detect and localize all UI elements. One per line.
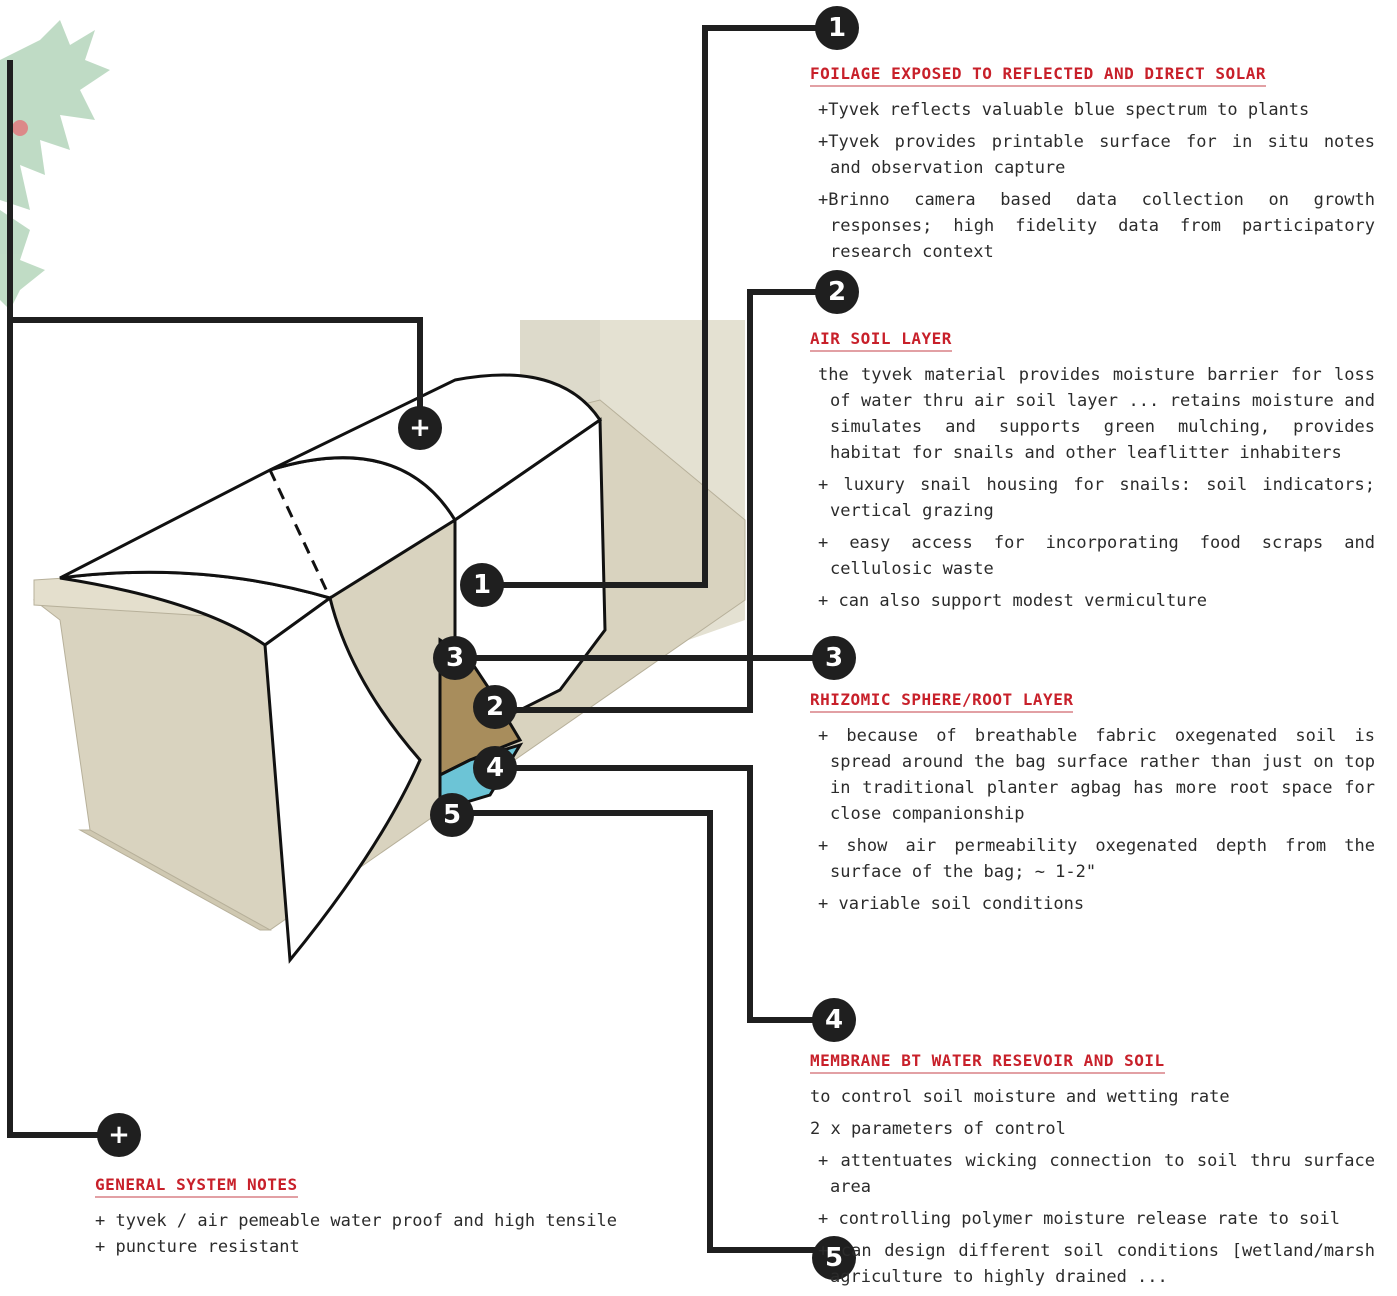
note-line: + because of breathable fabric oxegenate… (810, 723, 1375, 827)
note-line: the tyvek material provides moisture bar… (810, 362, 1375, 466)
callout-plus-top: + (398, 406, 442, 450)
note-line: + can also support modest vermiculture (810, 588, 1375, 614)
note-line: to control soil moisture and wetting rat… (810, 1084, 1375, 1110)
callout-1-top: 1 (815, 6, 859, 50)
section-foliage: FOILAGE EXPOSED TO REFLECTED AND DIRECT … (810, 64, 1375, 271)
note-line: + puncture resistant (95, 1234, 695, 1260)
note-line: + tyvek / air pemeable water proof and h… (95, 1208, 695, 1234)
note-line: + attentuates wicking connection to soil… (810, 1148, 1375, 1200)
note-line: +Tyvek reflects valuable blue spectrum t… (810, 97, 1375, 123)
callout-3-diagram: 3 (433, 636, 477, 680)
section-heading: GENERAL SYSTEM NOTES (95, 1175, 298, 1198)
callout-3-mid: 3 (812, 636, 856, 680)
note-line: + luxury snail housing for snails: soil … (810, 472, 1375, 524)
callout-4-diagram: 4 (473, 746, 517, 790)
callout-1-diagram: 1 (460, 563, 504, 607)
note-line: 2 x parameters of control (810, 1116, 1375, 1142)
note-line: + can design different soil conditions [… (810, 1238, 1375, 1290)
section-heading: MEMBRANE BT WATER RESEVOIR AND SOIL (810, 1051, 1165, 1074)
note-line: + controlling polymer moisture release r… (810, 1206, 1375, 1232)
note-line: + variable soil conditions (810, 891, 1375, 917)
section-heading: FOILAGE EXPOSED TO REFLECTED AND DIRECT … (810, 64, 1266, 87)
callout-5-diagram: 5 (430, 793, 474, 837)
note-line: + easy access for incorporating food scr… (810, 530, 1375, 582)
section-general-notes: GENERAL SYSTEM NOTES + tyvek / air pemea… (95, 1175, 695, 1260)
callout-plus-general: + (97, 1113, 141, 1157)
callout-2-top: 2 (815, 270, 859, 314)
section-heading: AIR SOIL LAYER (810, 329, 952, 352)
callout-4-mid: 4 (812, 998, 856, 1042)
callout-2-diagram: 2 (473, 685, 517, 729)
section-rhizomic: RHIZOMIC SPHERE/ROOT LAYER + because of … (810, 690, 1375, 923)
foliage-top-left (0, 20, 110, 310)
section-air-soil: AIR SOIL LAYER the tyvek material provid… (810, 329, 1375, 620)
note-line: + show air permeability oxegenated depth… (810, 833, 1375, 885)
section-heading: RHIZOMIC SPHERE/ROOT LAYER (810, 690, 1073, 713)
note-line: +Tyvek provides printable surface for in… (810, 129, 1375, 181)
note-line: +Brinno camera based data collection on … (810, 187, 1375, 265)
section-membrane: MEMBRANE BT WATER RESEVOIR AND SOIL to c… (810, 1051, 1375, 1296)
